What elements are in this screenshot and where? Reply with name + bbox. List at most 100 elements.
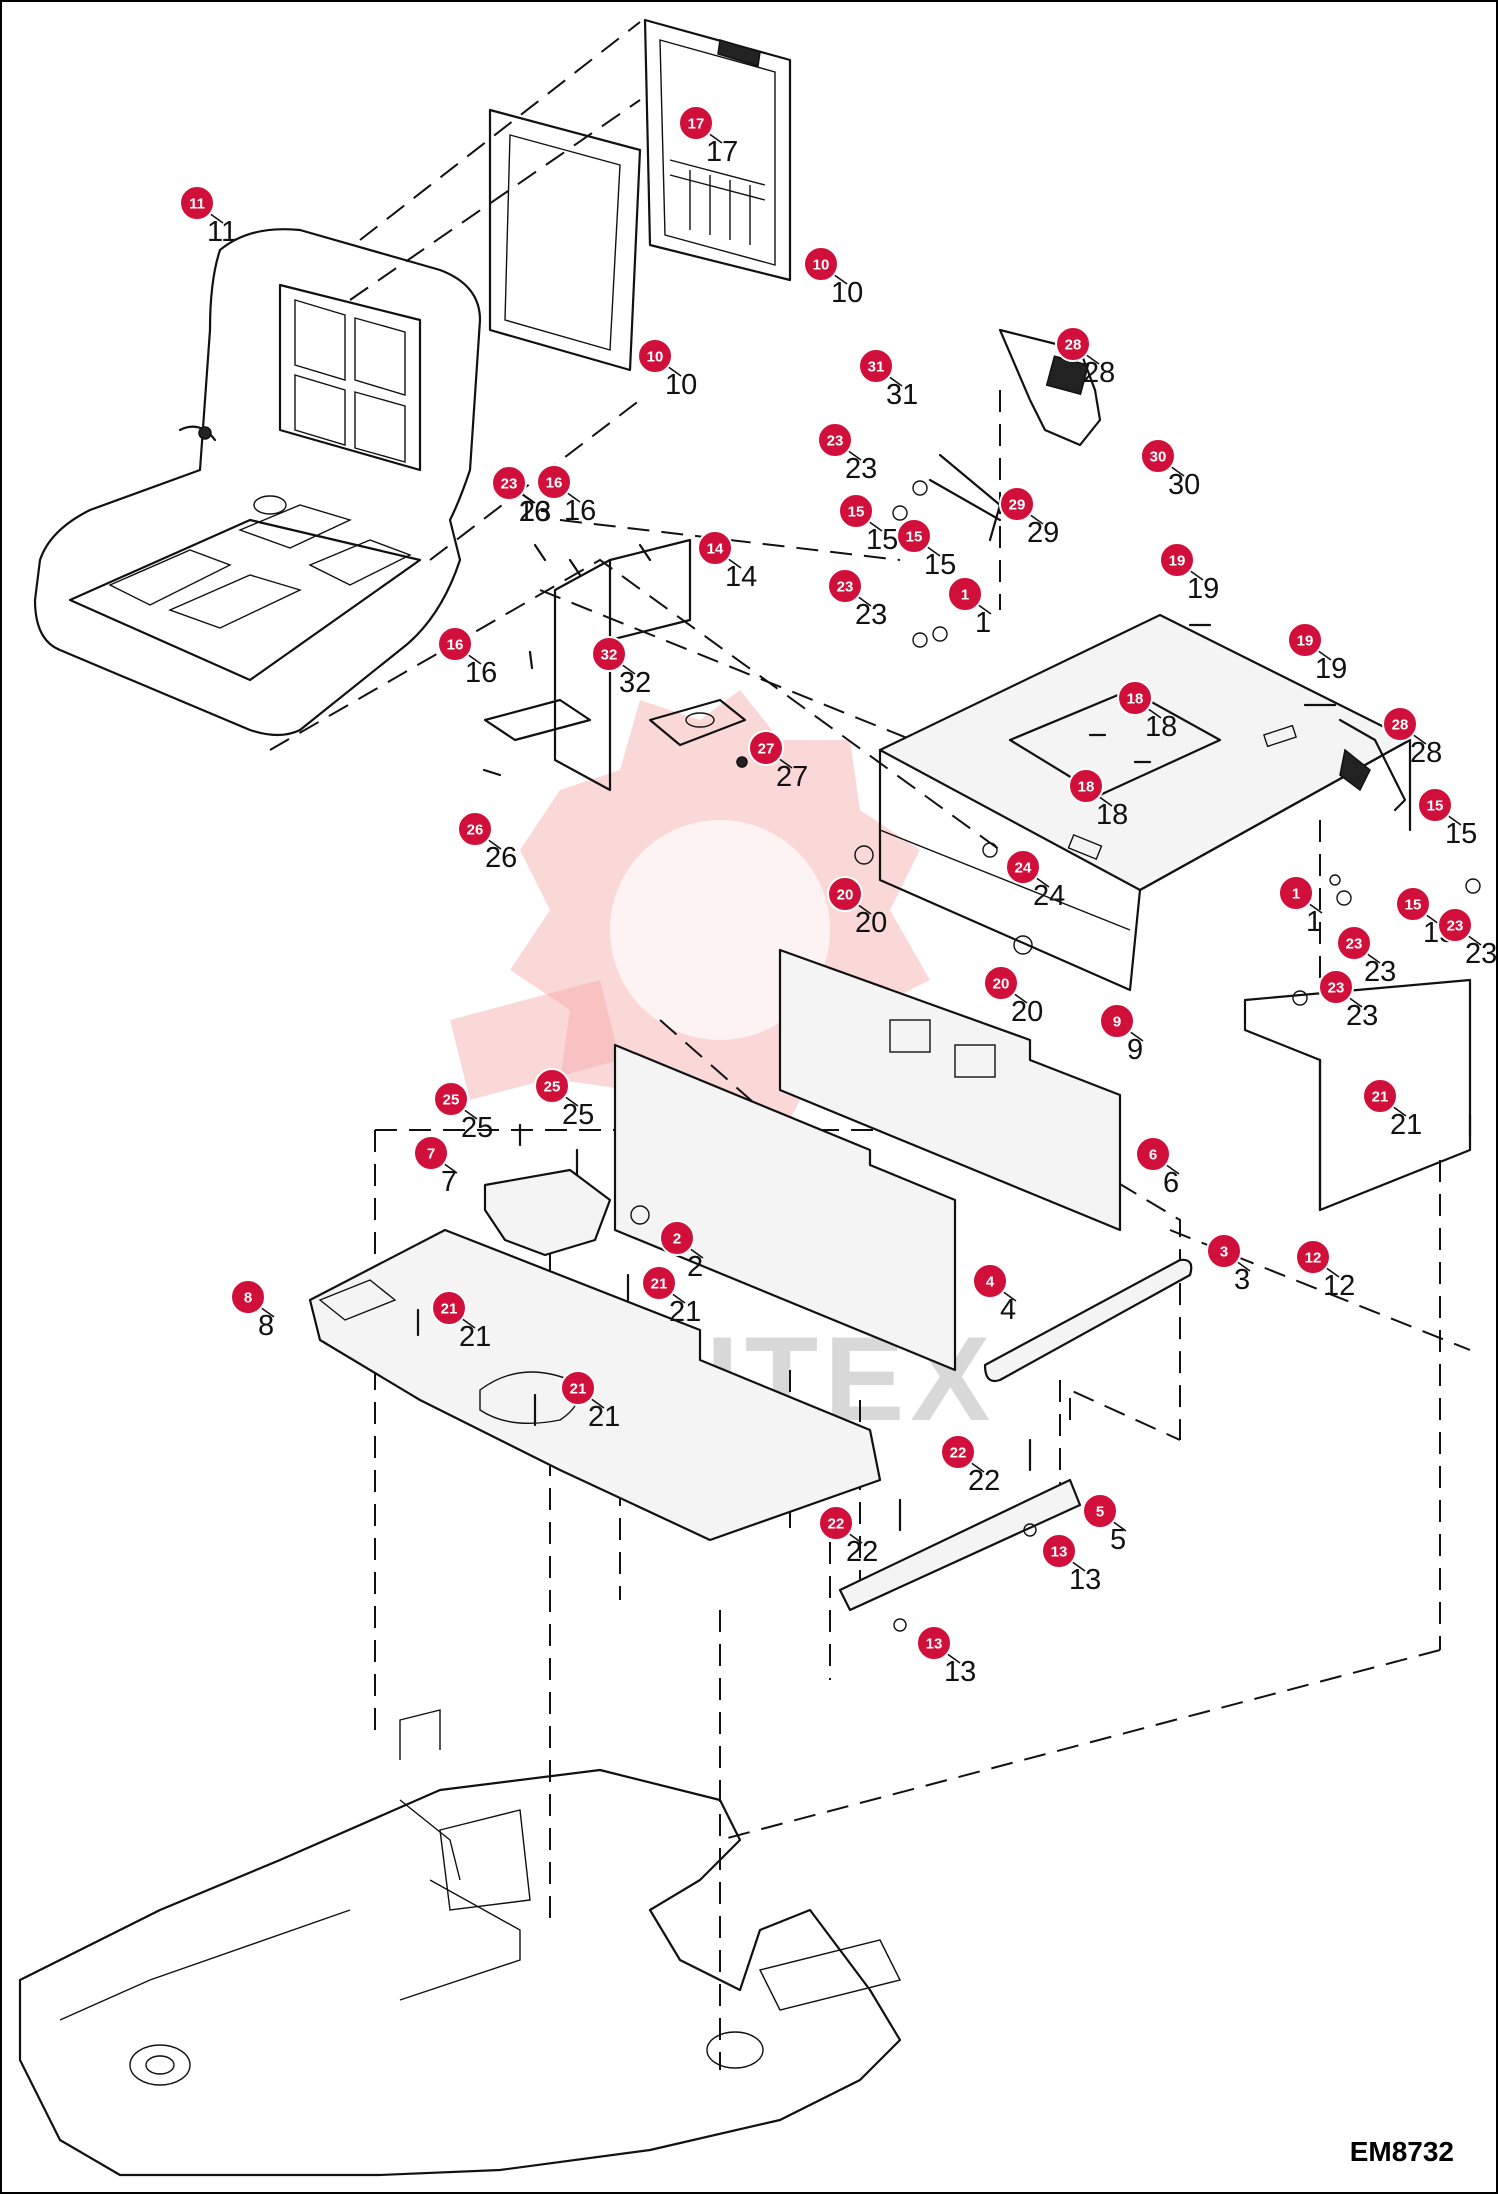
- callout-label: 23: [519, 496, 551, 528]
- callout-c5: 55: [1082, 1493, 1127, 1556]
- callout-number: 26: [467, 822, 484, 839]
- callout-number: 2: [673, 1231, 681, 1248]
- callout-leader: [832, 273, 848, 285]
- callout-badge: [858, 348, 894, 384]
- callout-leader: [1307, 902, 1323, 914]
- callout-number: 13: [1051, 1544, 1068, 1561]
- callout-badge: [536, 464, 572, 500]
- callout-label: 13: [944, 1656, 976, 1688]
- callout-leader: [1316, 649, 1332, 661]
- callout-label: 15: [1445, 818, 1477, 850]
- callout-badge: [1437, 907, 1473, 943]
- callout-number: 15: [1427, 798, 1444, 815]
- callout-c8: 88: [230, 1279, 275, 1342]
- callout-number: 16: [546, 475, 563, 492]
- callout-leader: [1324, 1266, 1340, 1278]
- callout-badge: [818, 1505, 854, 1541]
- callout-number: 21: [570, 1381, 587, 1398]
- callout-badge: [1140, 438, 1176, 474]
- callout-number: 23: [1447, 918, 1464, 935]
- side-panel-right: [1243, 978, 1472, 1212]
- callout-badge: [678, 105, 714, 141]
- callout-label: 21: [1390, 1109, 1422, 1141]
- callout-number: 12: [1305, 1250, 1322, 1267]
- callout-label: 32: [619, 667, 651, 699]
- callout-label: 23: [1465, 938, 1497, 970]
- callout-label: 3: [1234, 1264, 1250, 1296]
- callout-badge: [1135, 1136, 1171, 1172]
- callout-badge: [591, 636, 627, 672]
- callout-badge: [1117, 680, 1153, 716]
- callout-number: 25: [443, 1092, 460, 1109]
- panel-4: [613, 1043, 957, 1372]
- callout-c1b: 11: [1278, 875, 1323, 938]
- cover-7: [483, 1168, 612, 1257]
- callout-number: 18: [1078, 779, 1095, 796]
- callout-number: 32: [601, 647, 618, 664]
- callout-badge: [972, 1263, 1008, 1299]
- callout-label: 23: [855, 599, 887, 631]
- callout-c1a: 11: [947, 576, 992, 639]
- callout-leader: [620, 663, 636, 675]
- callout-label: 8: [258, 1310, 274, 1342]
- callout-label: 15: [924, 549, 956, 581]
- tube-3: [983, 1258, 1193, 1383]
- callout-badge: [1055, 326, 1091, 362]
- callout-badge: [983, 965, 1019, 1001]
- callout-leader: [1012, 992, 1028, 1004]
- callout-badge: [1206, 1233, 1242, 1269]
- callout-label: 5: [1110, 1524, 1126, 1556]
- callout-badge: [803, 246, 839, 282]
- seat-back-panels: [488, 18, 792, 372]
- callout-badge: [999, 486, 1035, 522]
- callout-number: 21: [1372, 1089, 1389, 1106]
- callout-number: 17: [688, 116, 705, 133]
- callout-leader: [846, 449, 862, 461]
- callout-leader: [259, 1306, 275, 1318]
- callout-label: 17: [706, 136, 738, 168]
- callout-leader: [707, 132, 723, 144]
- callout-leader: [520, 492, 536, 504]
- callout-label: 23: [1346, 1000, 1378, 1032]
- callout-leader: [1235, 1260, 1251, 1272]
- callout-label: 1: [975, 607, 991, 639]
- callout-label: 16: [564, 495, 596, 527]
- callout-number: 23: [827, 433, 844, 450]
- callout-number: 19: [1169, 553, 1186, 570]
- callout-leader: [856, 595, 872, 607]
- callout-label: 29: [1027, 517, 1059, 549]
- callout-leader: [847, 1532, 863, 1544]
- callout-leader: [726, 557, 742, 569]
- callout-number: 16: [447, 637, 464, 654]
- strip-5: [838, 1478, 1082, 1612]
- callout-leader: [1188, 569, 1204, 581]
- callout-leader: [460, 1317, 476, 1329]
- callout-leader: [1111, 1520, 1127, 1532]
- callout-number: 20: [837, 887, 854, 904]
- figure-code: EM8732: [1349, 2136, 1454, 2167]
- callout-leader: [856, 903, 872, 915]
- callout-badge: [838, 493, 874, 529]
- callout-leader: [670, 1292, 686, 1304]
- callout-number: 31: [868, 359, 885, 376]
- callout-label: 13: [1069, 1564, 1101, 1596]
- callout-leader: [1001, 1290, 1017, 1302]
- callout-number: 23: [837, 579, 854, 596]
- callout-label: 28: [1083, 357, 1115, 389]
